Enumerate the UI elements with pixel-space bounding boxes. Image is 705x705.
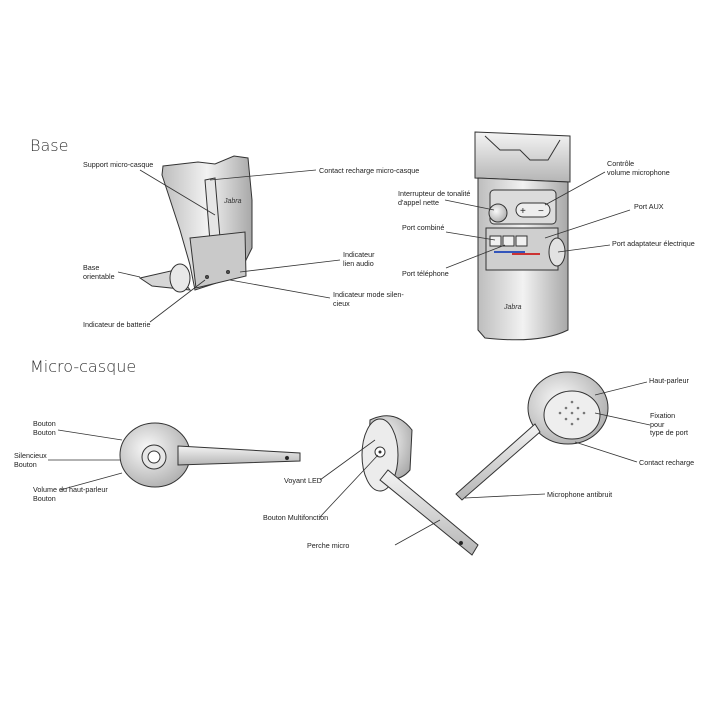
svg-text:+: +: [520, 206, 526, 217]
svg-text:−: −: [538, 206, 544, 217]
label-handset-port: Port combiné: [402, 223, 445, 232]
base-front-brand-logo: Jabra: [503, 304, 522, 311]
headset-rear-view: [455, 371, 609, 501]
base-side-view: Jabra: [138, 155, 253, 293]
label-led: Voyant LED: [284, 476, 322, 485]
label-boom: Perche micro: [307, 541, 350, 550]
label-charge-contact-base: Contact recharge micro-casque: [319, 166, 420, 175]
label-aux-port: Port AUX: [634, 202, 664, 211]
label-mute-mode-indicator: Indicateur mode silen-cieux: [333, 290, 404, 308]
base-side-brand-logo: Jabra: [223, 198, 242, 205]
label-charge-contact-headset: Contact recharge: [639, 458, 695, 467]
label-speaker: Haut-parleur: [649, 376, 689, 385]
label-multifunction: Bouton Multifonction: [263, 513, 329, 522]
label-headset-holder: Support micro-casque: [83, 160, 154, 169]
headset-angled-view: [361, 415, 479, 556]
label-phone-port: Port téléphone: [402, 269, 449, 278]
headset-front-view: [119, 422, 301, 488]
headset-section-title: Micro-casque: [30, 357, 137, 376]
label-battery-indicator: Indicateur de batterie: [83, 320, 151, 329]
base-section-title: Base: [30, 136, 69, 155]
label-power-port: Port adaptateur électrique: [612, 239, 695, 248]
leader-lines: [48, 169, 651, 546]
base-front-view: + − Jabra: [474, 131, 571, 341]
label-noise-mic: Microphone antibruit: [547, 490, 613, 499]
